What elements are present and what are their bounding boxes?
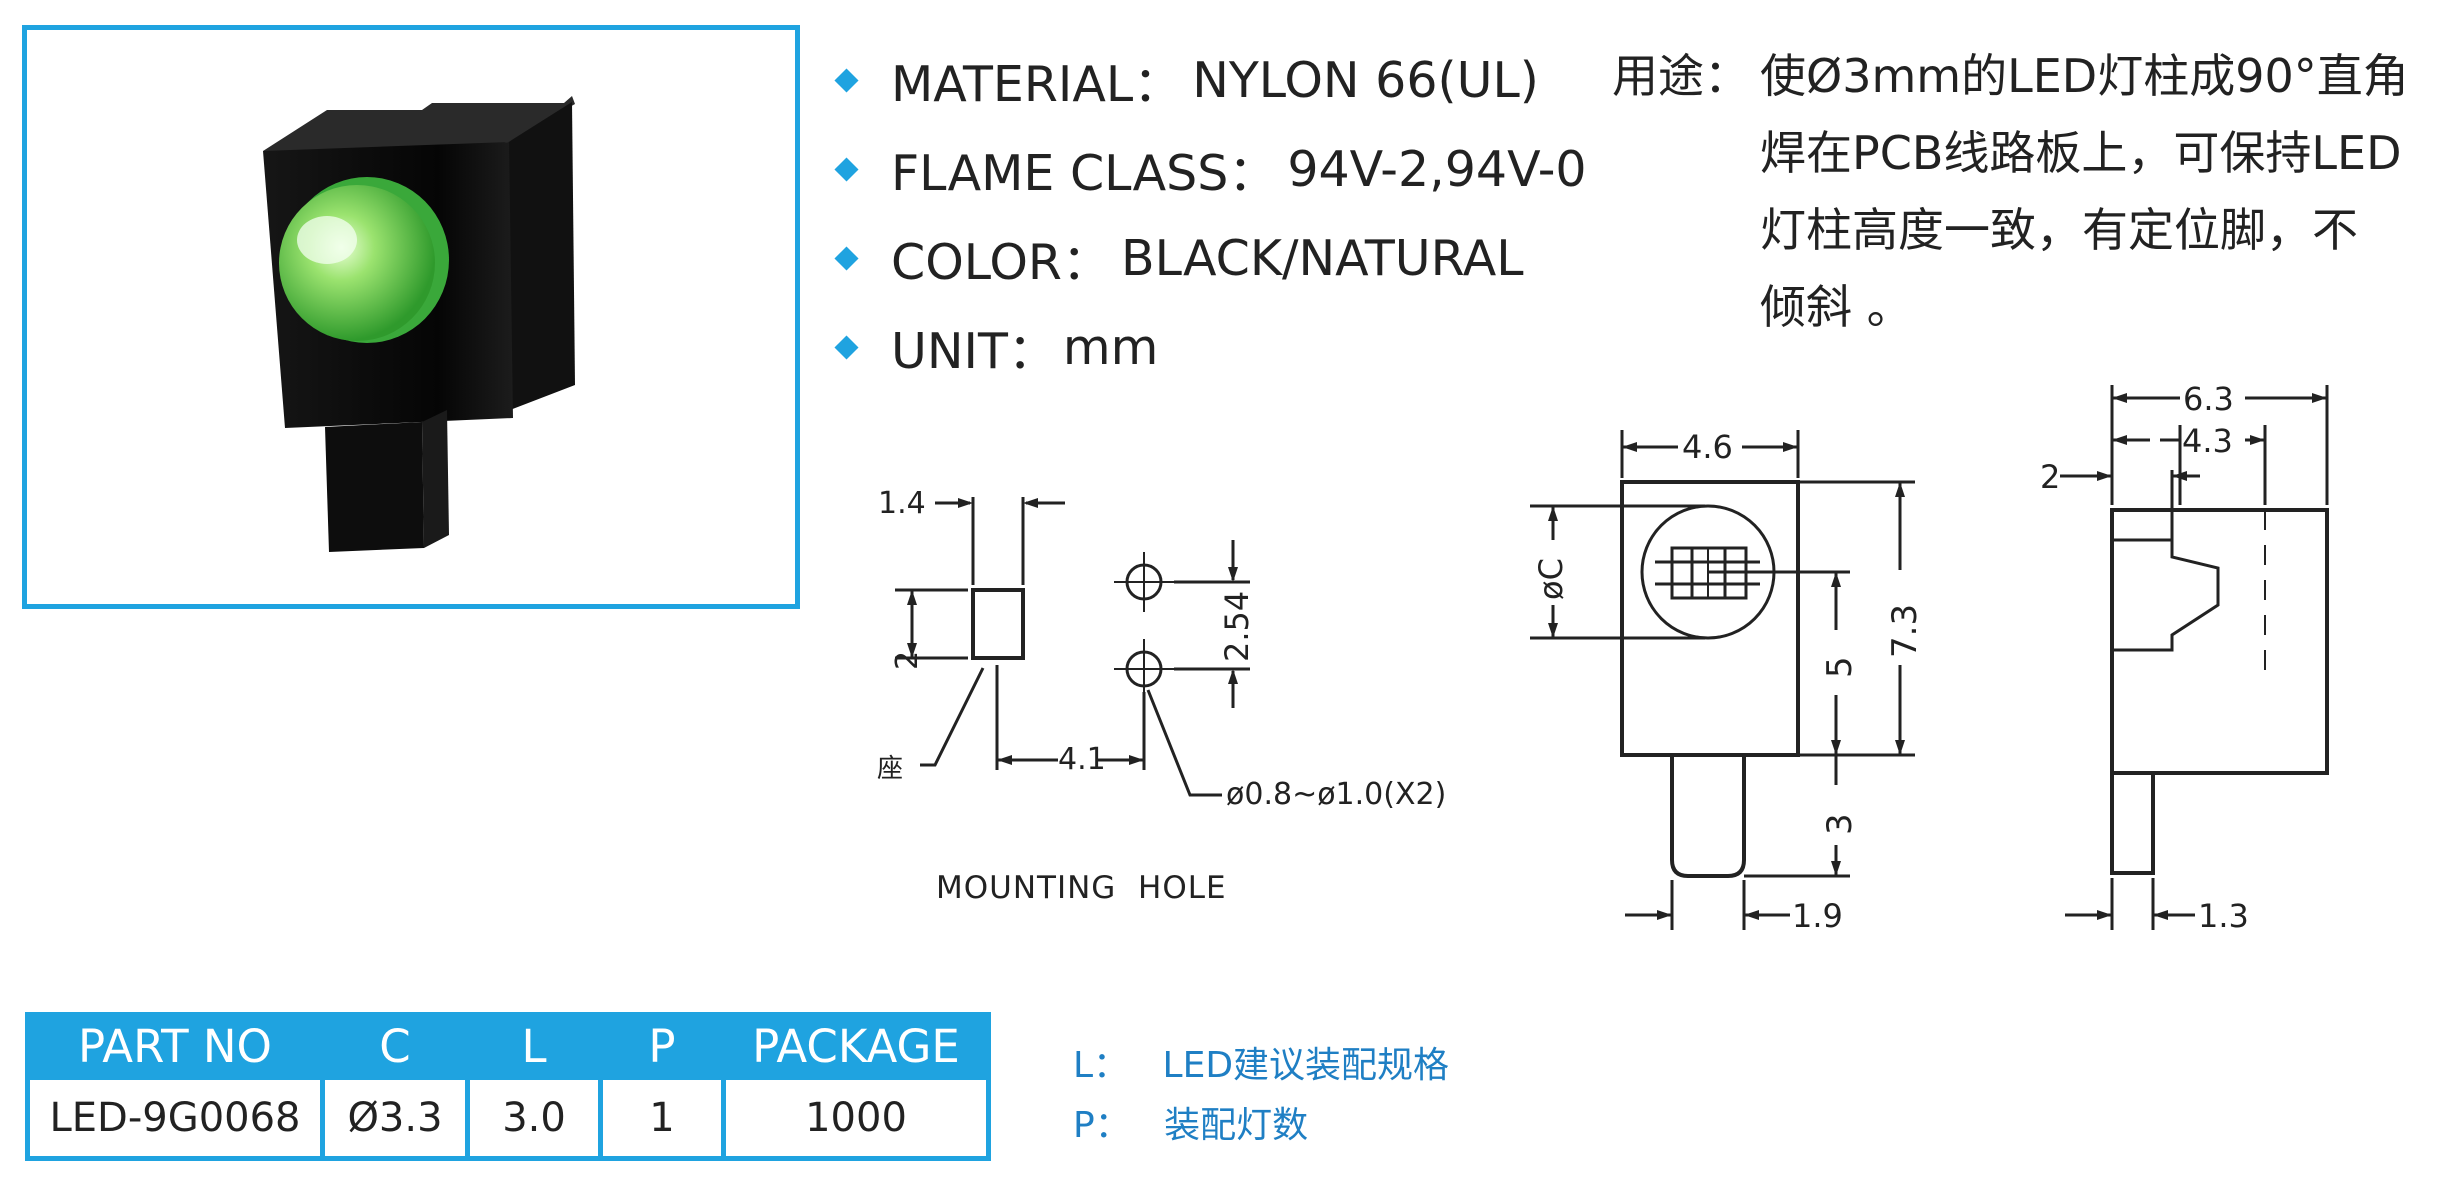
mounting-dim-offset: 4.1 (1058, 742, 1106, 777)
spec-value: NYLON 66(UL) (1192, 52, 1539, 109)
front-dim-pin: 3 (1820, 813, 1860, 835)
mounting-dim-height: 2 (890, 650, 925, 670)
mounting-dim-width: 1.4 (878, 486, 926, 521)
spec-flame-class: FLAME CLASS： 94V-2,94V-0 (834, 134, 1587, 205)
note-l: L： LED建议装配规格 (1073, 1036, 1449, 1088)
product-photo-frame (22, 25, 800, 609)
cell-part-no: LED-9G0068 (25, 1075, 325, 1161)
side-dim-step: 2 (2040, 458, 2061, 496)
note-key: L： (1073, 1045, 1130, 1086)
technical-drawings (895, 385, 2329, 930)
side-view-drawing (2060, 385, 2329, 930)
side-dim-inner: 4.3 (2182, 422, 2233, 460)
front-dim-c: øC (1532, 558, 1570, 600)
note-p: P： 装配灯数 (1073, 1096, 1308, 1148)
note-key: P： (1073, 1105, 1131, 1146)
mounting-hole-drawing (895, 497, 1250, 797)
spec-label: UNIT： (891, 323, 1057, 380)
table-row: LED-9G0068 Ø3.3 3.0 1 1000 (25, 1075, 991, 1161)
col-c: C (320, 1012, 470, 1078)
spec-label: COLOR： (891, 234, 1111, 291)
usage-line: 使Ø3mm的LED灯柱成90°直角 (1760, 49, 2409, 103)
spec-label: FLAME CLASS： (891, 145, 1278, 202)
front-dim-pin-width: 1.9 (1792, 897, 1843, 935)
mounting-hole-title: MOUNTING HOLE (936, 870, 1227, 906)
usage-line: 焊在PCB线路板上，可保持LED (1760, 126, 2402, 180)
usage-line: 倾斜 。 (1760, 280, 1913, 334)
col-part-no: PART NO (25, 1012, 325, 1078)
front-view-drawing (1530, 430, 1915, 930)
side-dim-pin-width: 1.3 (2198, 897, 2249, 935)
spec-value: BLACK/NATURAL (1120, 230, 1524, 287)
part-table: PART NO C L P PACKAGE LED-9G0068 Ø3.3 3.… (25, 1012, 991, 1161)
usage-label: 用途： (1612, 49, 1750, 103)
cell-package: 1000 (721, 1075, 991, 1161)
spec-value: mm (1062, 319, 1159, 376)
spec-value: 94V-2,94V-0 (1287, 141, 1587, 198)
spec-color: COLOR： BLACK/NATURAL (834, 223, 1524, 294)
spec-material: MATERIAL： NYLON 66(UL) (834, 45, 1539, 116)
cell-l: 3.0 (465, 1075, 603, 1161)
col-p: P (598, 1012, 726, 1078)
usage-line: 灯柱高度一致，有定位脚，不 (1760, 203, 2358, 257)
note-text: 装配灯数 (1164, 1105, 1309, 1146)
side-dim-total: 6.3 (2183, 380, 2234, 418)
spec-label: MATERIAL： (891, 56, 1183, 113)
mounting-dim-pitch: 2.54 (1218, 590, 1256, 662)
cell-c: Ø3.3 (320, 1075, 470, 1161)
col-package: PACKAGE (721, 1012, 991, 1078)
table-header-row: PART NO C L P PACKAGE (25, 1012, 991, 1078)
hole-diameter-label: ø0.8~ø1.0(X2) (1226, 777, 1447, 812)
front-dim-width: 4.6 (1682, 428, 1733, 466)
led-holder-photo (263, 96, 575, 552)
col-l: L (465, 1012, 603, 1078)
front-dim-height: 7.3 (1885, 603, 1925, 658)
cell-p: 1 (598, 1075, 726, 1161)
note-text: LED建议装配规格 (1162, 1045, 1450, 1086)
seat-label: 座 (877, 754, 904, 784)
front-dim-center: 5 (1820, 656, 1860, 678)
spec-unit: UNIT： mm (834, 312, 1159, 383)
